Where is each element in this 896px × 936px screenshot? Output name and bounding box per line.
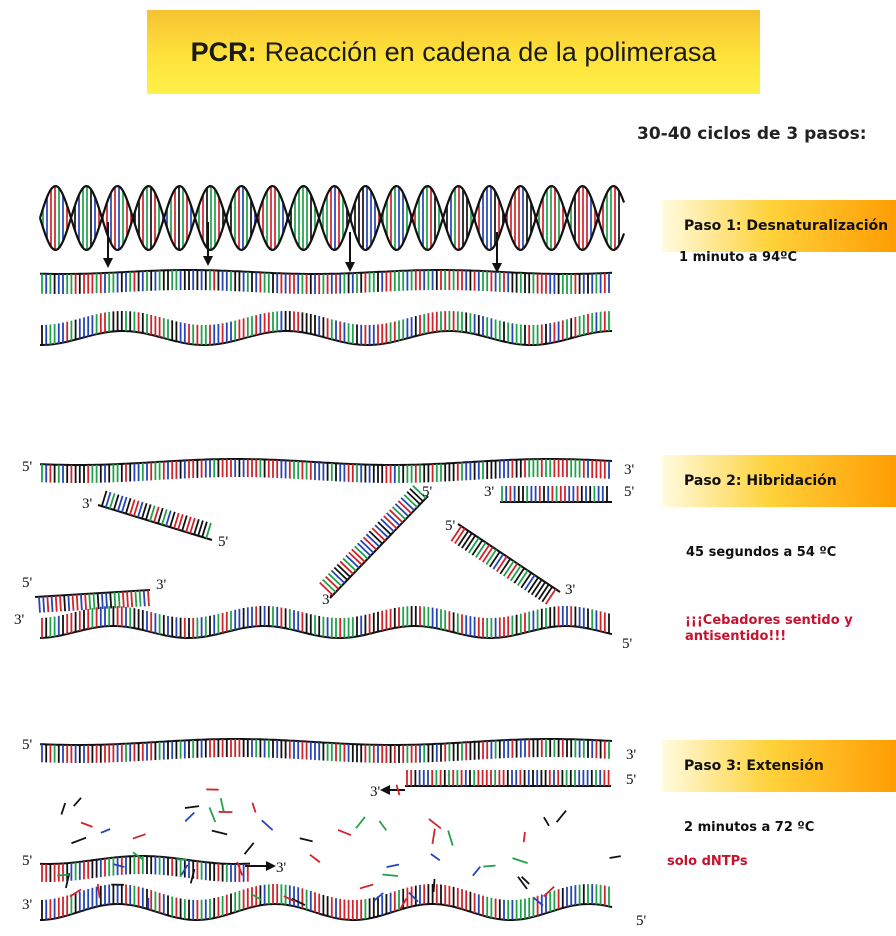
end-label-5prime: 5' xyxy=(422,484,433,500)
step2-box: Paso 2: Hibridación xyxy=(662,455,896,507)
step3-label: Paso 3: Extensión xyxy=(684,758,824,774)
dna-strands-drawing xyxy=(34,184,626,921)
end-label-3prime: 3' xyxy=(565,582,576,598)
end-label-3prime: 3' xyxy=(14,612,25,628)
end-label-3prime: 3' xyxy=(22,897,33,913)
denature-arrows xyxy=(103,222,502,273)
end-label-5prime: 5' xyxy=(22,737,33,753)
step3-box: Paso 3: Extensión xyxy=(662,740,896,792)
single-strands xyxy=(34,269,613,921)
end-label-5prime: 5' xyxy=(22,459,33,475)
end-label-3prime: 3' xyxy=(322,592,333,608)
title-text: Reacción en cadena de la polimerasa xyxy=(264,36,717,67)
end-label-5prime: 5' xyxy=(626,772,637,788)
step1-label: Paso 1: Desnaturalización xyxy=(684,218,889,234)
cycles-header: 30-40 ciclos de 3 pasos: xyxy=(637,124,867,144)
end-label-5prime: 5' xyxy=(218,534,229,550)
step3-dntp-note: solo dNTPs xyxy=(667,854,748,869)
end-label-5prime: 5' xyxy=(445,518,456,534)
end-label-5prime: 5' xyxy=(624,484,635,500)
end-label-5prime: 5' xyxy=(622,636,633,652)
end-label-3prime: 3' xyxy=(156,577,167,593)
free-dntps xyxy=(57,784,621,910)
step2-label: Paso 2: Hibridación xyxy=(684,473,837,489)
double-helix xyxy=(38,184,626,252)
title-bold: PCR: xyxy=(190,36,257,67)
end-label-3prime: 3' xyxy=(624,462,635,478)
end-label-5prime: 5' xyxy=(22,853,33,869)
end-label-3prime: 3' xyxy=(484,484,495,500)
end-label-5prime: 5' xyxy=(636,913,647,929)
step2-primer-note: ¡¡¡Cebadores sentido y antisentido!!! xyxy=(685,613,853,644)
end-label-3prime: 3' xyxy=(276,860,287,876)
end-label-5prime: 5' xyxy=(22,575,33,591)
end-label-3prime: 3' xyxy=(370,784,381,800)
step2-note: 45 segundos a 54 ºC xyxy=(686,545,837,560)
step3-note: 2 minutos a 72 ºC xyxy=(684,820,815,835)
step1-box: Paso 1: Desnaturalización xyxy=(662,200,896,252)
step1-note: 1 minuto a 94ºC xyxy=(679,250,798,265)
end-label-3prime: 3' xyxy=(82,496,93,512)
title-banner: PCR: Reacción en cadena de la polimerasa xyxy=(147,10,760,94)
end-label-3prime: 3' xyxy=(626,747,637,763)
